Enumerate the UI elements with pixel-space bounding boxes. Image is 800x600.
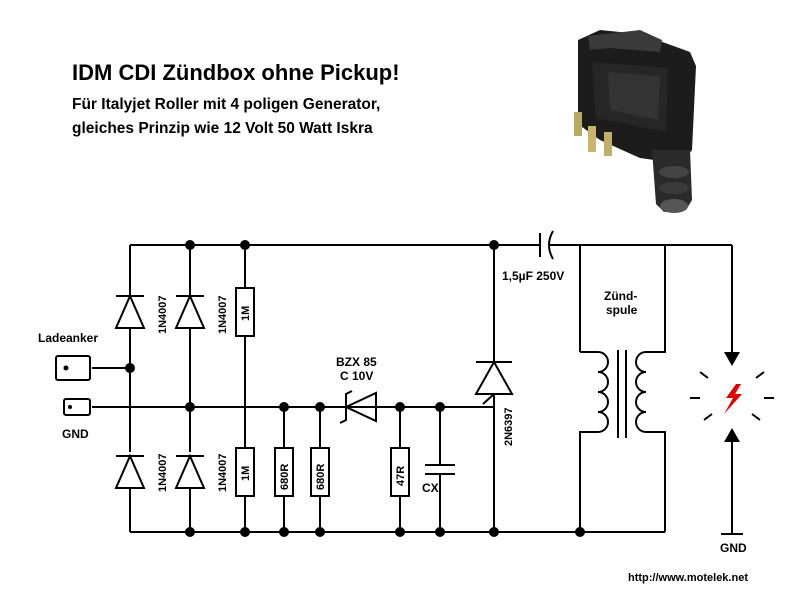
diode-label-3: 1N4007: [157, 453, 169, 492]
ladeanker-terminal: [55, 355, 91, 381]
diode-column-2: [174, 245, 206, 532]
ladeanker-label: Ladeanker: [38, 331, 98, 345]
spark-plug: [665, 244, 774, 535]
diode-label-4: 1N4007: [217, 453, 229, 492]
website-url: http://www.motelek.net: [628, 572, 748, 584]
coil-label-line-2: spule: [606, 303, 638, 317]
resistor-47r: [390, 407, 410, 532]
gnd-left-label: GND: [62, 427, 89, 441]
gnd-right-label: GND: [720, 541, 747, 555]
capacitor-label: 1,5µF 250V: [502, 269, 564, 283]
spark-icon: [724, 384, 742, 414]
coil-label-line-1: Zünd-: [604, 289, 637, 303]
diode-column-1: [114, 245, 146, 532]
page-title: IDM CDI Zündbox ohne Pickup!: [72, 60, 400, 85]
resistor-47r-label: 47R: [395, 466, 407, 486]
thyristor-label: 2N6397: [503, 407, 515, 446]
resistor-680r-1: [274, 407, 294, 532]
ignition-coil: [579, 245, 666, 532]
zener-diode: [339, 390, 377, 424]
capacitor-cx: [425, 407, 455, 532]
cx-label: CX: [422, 481, 439, 495]
capacitor-1-5uf: [539, 230, 554, 260]
resistor-1m-top-label: 1M: [240, 306, 252, 321]
resistor-680r-label-2: 680R: [315, 464, 327, 490]
resistor-1m-column: [235, 245, 255, 532]
diode-label-1: 1N4007: [157, 295, 169, 334]
junction-nodes: [125, 240, 585, 537]
resistor-680r-label-1: 680R: [279, 464, 291, 490]
zener-label-line-1: BZX 85: [336, 355, 377, 369]
subtitle-line-2: gleiches Prinzip wie 12 Volt 50 Watt Isk…: [72, 120, 373, 137]
diode-label-2: 1N4007: [217, 295, 229, 334]
resistor-1m-bottom-label: 1M: [240, 466, 252, 481]
subtitle-line-1: Für Italyjet Roller mit 4 poligen Genera…: [72, 96, 381, 113]
resistor-680r-2: [310, 407, 330, 532]
thyristor: [474, 245, 514, 532]
gnd-terminal: [63, 398, 91, 416]
zener-label-line-2: C 10V: [340, 369, 373, 383]
cdi-box-photo: [574, 30, 696, 213]
